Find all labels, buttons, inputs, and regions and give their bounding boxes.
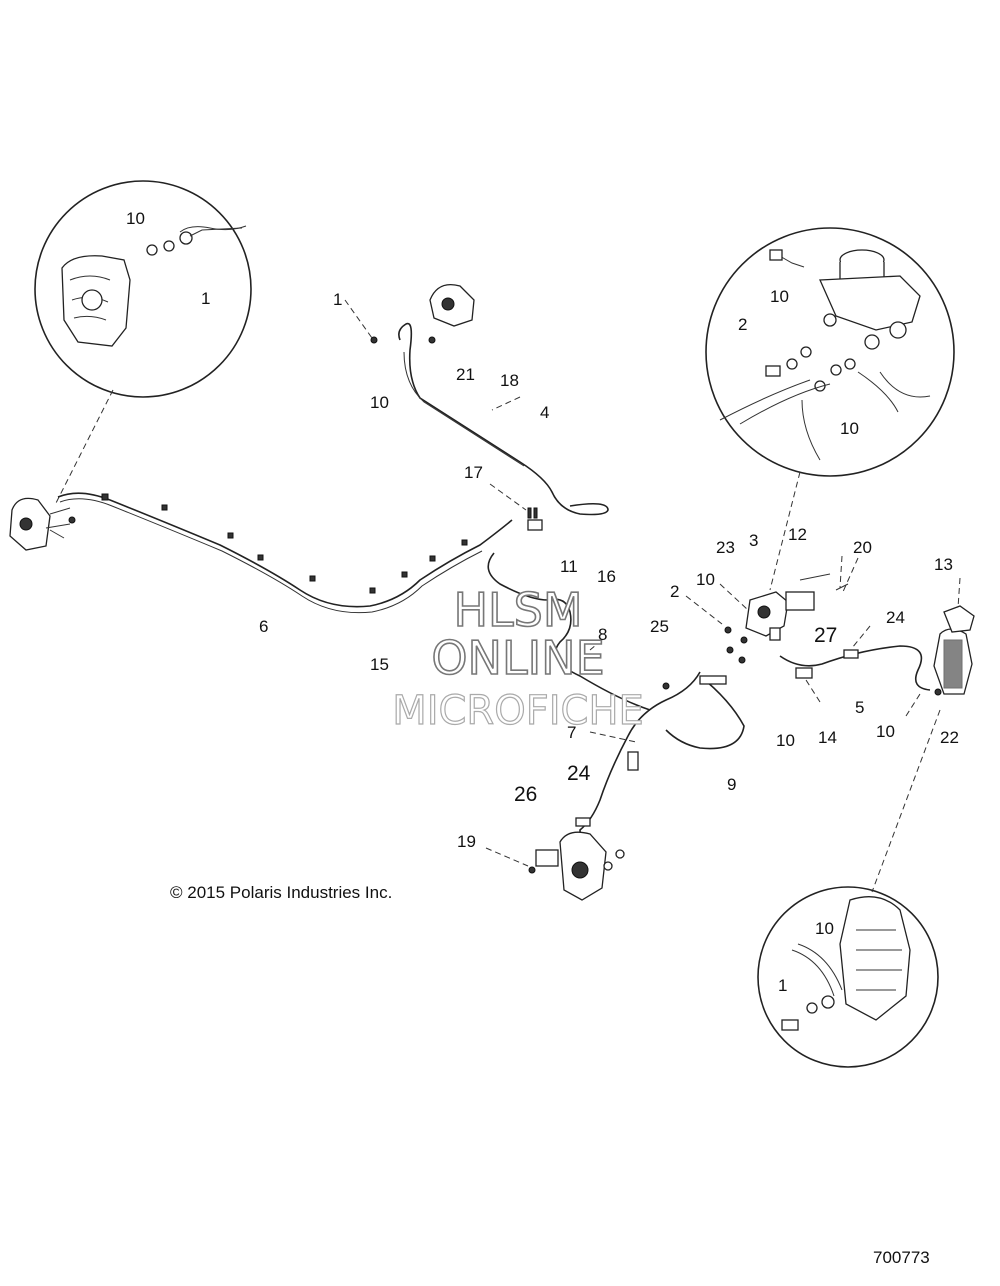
callout-12: 12 bbox=[788, 525, 807, 544]
right-caliper bbox=[933, 605, 975, 696]
leader-line bbox=[54, 389, 114, 506]
brake-line-4-parallel bbox=[403, 351, 525, 467]
callout-2-center: 2 bbox=[670, 582, 679, 601]
callout-23: 23 bbox=[716, 538, 735, 557]
bottom-caliper bbox=[528, 831, 625, 901]
callout-3: 3 bbox=[749, 531, 758, 550]
callout-17: 17 bbox=[464, 463, 483, 482]
clip-24-26 bbox=[575, 751, 639, 827]
callout-24-lower: 24 bbox=[567, 762, 591, 785]
brake-line-6-parallel bbox=[59, 498, 483, 614]
callout-14: 14 bbox=[818, 728, 837, 747]
callout-10-lower-center: 10 bbox=[776, 731, 795, 750]
watermark-line1: HLSM bbox=[453, 583, 582, 637]
left-caliper bbox=[9, 497, 76, 551]
callout-2-mc-detail: 2 bbox=[738, 315, 747, 334]
brake-line-5 bbox=[779, 645, 931, 691]
callout-4: 4 bbox=[540, 403, 549, 422]
callout-10-mc-detail-bottom: 10 bbox=[840, 419, 859, 438]
brake-line-6 bbox=[57, 492, 513, 608]
fitting-25-2 bbox=[662, 646, 746, 690]
brake-line-16-8 bbox=[487, 552, 651, 711]
watermark-line2: ONLINE bbox=[431, 631, 604, 685]
brake-line-4 bbox=[398, 322, 609, 516]
callout-20: 20 bbox=[853, 538, 872, 557]
callout-16: 16 bbox=[597, 567, 616, 586]
callout-26: 26 bbox=[514, 783, 537, 806]
callout-11: 11 bbox=[560, 557, 578, 576]
detail-circle-rear-right-caliper bbox=[757, 886, 939, 1068]
callout-9: 9 bbox=[727, 775, 736, 794]
callout-10-upper: 10 bbox=[370, 393, 389, 412]
callout-5: 5 bbox=[855, 698, 864, 717]
callout-19: 19 bbox=[457, 832, 476, 851]
watermark-line3: MICROFICHE bbox=[392, 688, 644, 734]
callout-13: 13 bbox=[934, 555, 953, 574]
callout-27: 27 bbox=[814, 624, 837, 647]
callout-22: 22 bbox=[940, 728, 959, 747]
callout-21: 21 bbox=[456, 365, 475, 384]
callout-10-right: 10 bbox=[876, 722, 895, 741]
callout-10-center: 10 bbox=[696, 570, 715, 589]
callout-10-bottom-detail: 10 bbox=[815, 919, 834, 938]
copyright-text: © 2015 Polaris Industries Inc. bbox=[170, 883, 392, 902]
callout-6: 6 bbox=[259, 617, 268, 636]
callout-7: 7 bbox=[567, 723, 576, 742]
callout-10-top-left: 10 bbox=[126, 209, 145, 228]
master-cylinder bbox=[724, 573, 849, 644]
bracket-14 bbox=[795, 667, 813, 679]
callout-1-top-left: 1 bbox=[201, 289, 210, 308]
figure-number: 700773 bbox=[873, 1248, 930, 1267]
leader-line bbox=[871, 709, 941, 893]
upper-caliper bbox=[370, 283, 475, 344]
junction-block-11 bbox=[527, 507, 543, 531]
leader-line bbox=[769, 471, 801, 591]
callout-10-mc-detail-top: 10 bbox=[770, 287, 789, 306]
brake-line-clips bbox=[101, 493, 468, 594]
brake-line-9 bbox=[665, 675, 745, 750]
detail-circle-front-left-caliper bbox=[34, 180, 252, 398]
callout-leaders bbox=[344, 299, 961, 867]
callout-1-upper: 1 bbox=[333, 290, 342, 309]
detail-circle-master-cylinder bbox=[705, 227, 955, 477]
callout-8: 8 bbox=[598, 625, 607, 644]
watermark: HLSM ONLINE MICROFICHE bbox=[392, 582, 645, 734]
callout-labels: 10 1 1 21 10 18 4 17 11 16 6 15 2 10 10 … bbox=[126, 209, 959, 995]
callout-18: 18 bbox=[500, 371, 519, 390]
callout-15: 15 bbox=[370, 655, 389, 674]
clip-24-27 bbox=[843, 649, 859, 659]
callout-1-bottom-detail: 1 bbox=[778, 976, 787, 995]
callout-25: 25 bbox=[650, 617, 669, 636]
callout-24-right: 24 bbox=[886, 608, 905, 627]
